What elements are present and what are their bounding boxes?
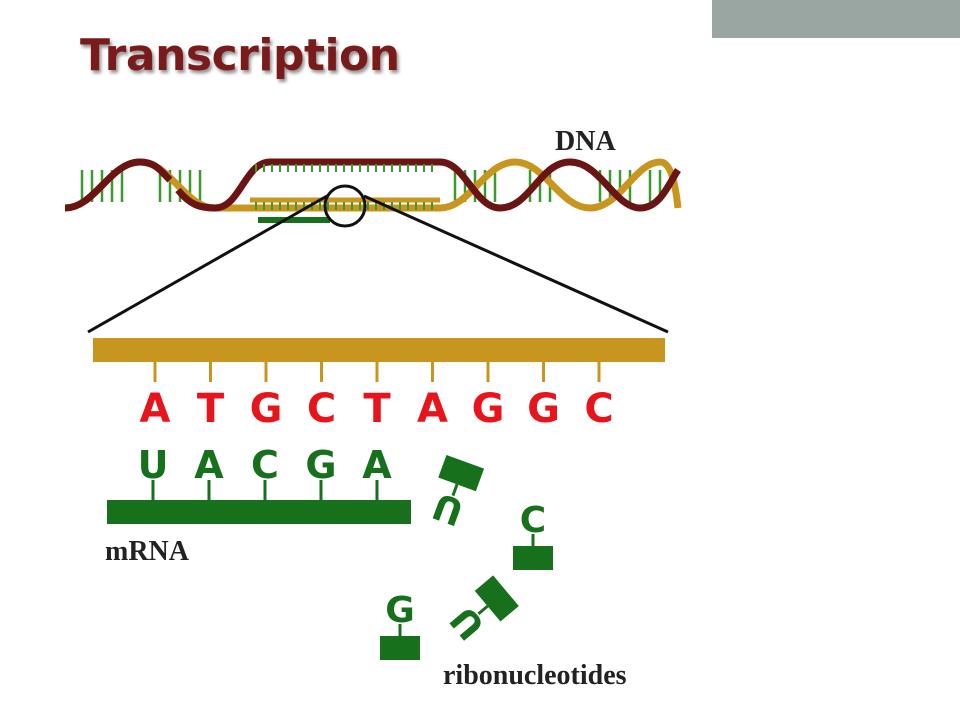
ribonucleotide-stem (451, 483, 459, 497)
dna-helix (64, 158, 682, 334)
ribonucleotide-block (380, 636, 420, 660)
template-base-letter: A (140, 386, 171, 432)
mrna-label: mRNA (105, 536, 189, 567)
template-base-letter: A (417, 386, 448, 432)
ribonucleotide-block (438, 454, 485, 492)
ribonucleotide-letter: G (385, 590, 415, 631)
mrna-base-letter: C (251, 443, 279, 487)
zoom-circle (323, 184, 367, 228)
template-base-letter: G (250, 386, 283, 432)
ribonucleotide-block (513, 546, 553, 570)
ribonucleotides-label: ribonucleotides (443, 660, 627, 691)
open-bubble-ticks (255, 164, 433, 210)
ribonucleotide-block (474, 575, 519, 622)
corner-bar (712, 0, 960, 38)
mrna-base-letter: U (138, 443, 169, 487)
mrna-strand-bar (107, 500, 411, 524)
template-base-letter: G (527, 386, 560, 432)
template-base-letter: G (472, 386, 505, 432)
dna-label: DNA (555, 126, 616, 157)
ribonucleotide-letter: C (520, 500, 546, 541)
helix-strand-dark-2 (175, 158, 681, 212)
ribonucleotide: U (443, 575, 519, 647)
ribonucleotide-stem (477, 604, 489, 616)
template-base-letter: T (363, 386, 391, 432)
template-base-letter: C (584, 386, 613, 432)
zoom-line-left (87, 194, 328, 334)
mrna-base-letter: A (362, 443, 392, 487)
ribonucleotide: U (428, 454, 485, 533)
zoom-line-right (363, 194, 669, 334)
template-strand-bar (93, 338, 665, 362)
template-base-letter: C (307, 386, 336, 432)
ribonucleotide-letter: U (443, 598, 493, 647)
mrna-base-letter: G (305, 443, 336, 487)
ribonucleotide: C (513, 500, 553, 570)
mrna-base-letter: A (194, 443, 224, 487)
helix-strand-dark (64, 158, 173, 212)
ribonucleotide: G (380, 590, 420, 660)
page-title: Transcription (80, 30, 400, 81)
ribonucleotide-letter: U (428, 484, 469, 533)
template-base-letter: T (197, 386, 225, 432)
